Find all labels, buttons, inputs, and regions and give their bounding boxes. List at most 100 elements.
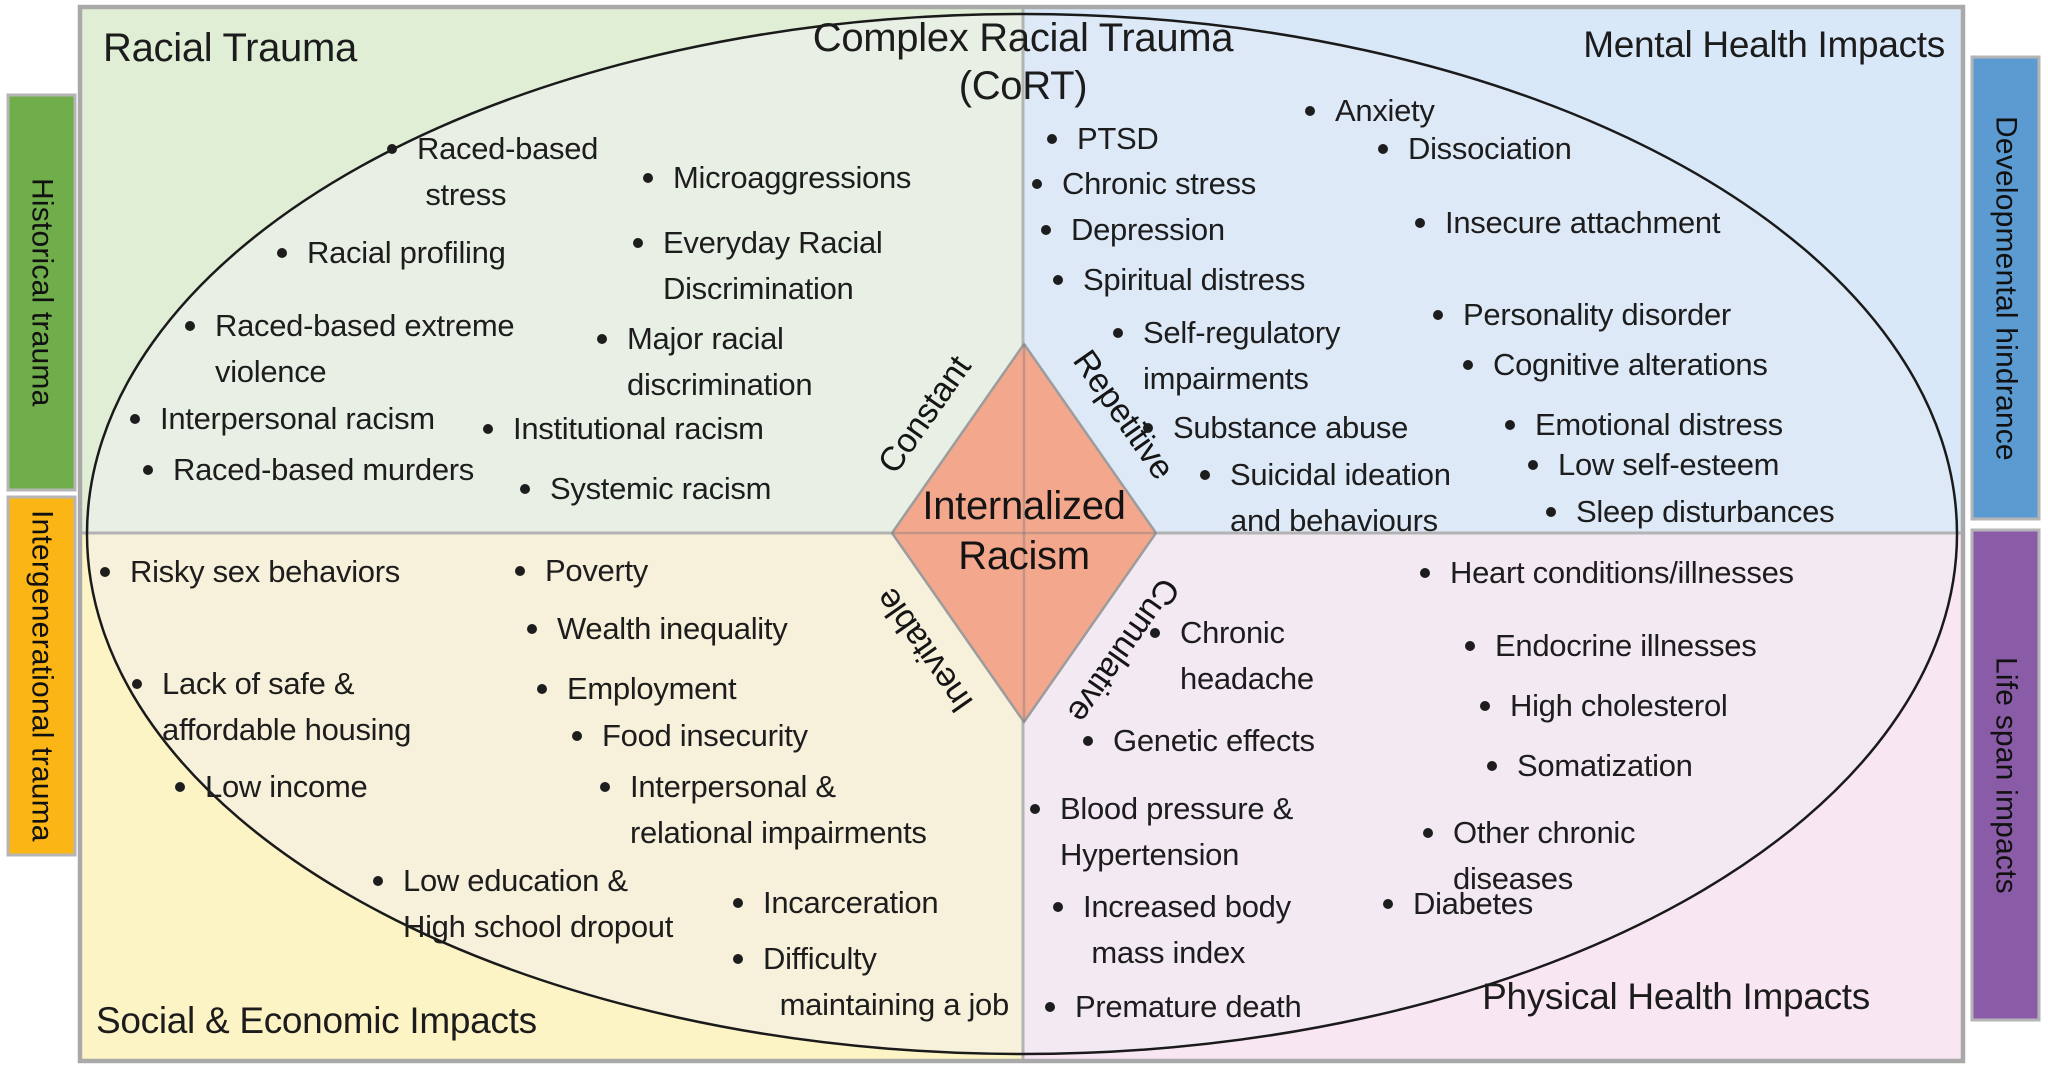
quadrant-header-social-economic: Social & Economic Impacts	[96, 1000, 537, 1041]
list-item: Wealth inequality	[527, 606, 788, 652]
bullet-icon	[1143, 405, 1173, 433]
list-item: Genetic effects	[1083, 718, 1315, 764]
ellipse-interior-racial-trauma	[87, 14, 1023, 533]
bullet-icon	[185, 303, 215, 331]
list-item: Sleep disturbances	[1546, 489, 1835, 535]
list-item: Increased body mass index	[1053, 884, 1291, 976]
bullet-icon	[633, 220, 663, 248]
list-item: High cholesterol	[1480, 683, 1728, 729]
list-item: Interpersonal & relational impairments	[600, 764, 927, 856]
bullet-icon	[1045, 984, 1075, 1012]
internalized-racism-label: Internalized Racism	[922, 484, 1126, 578]
list-item: Major racial discrimination	[597, 316, 813, 408]
bullet-icon	[1528, 442, 1558, 470]
list-item: Depression	[1041, 207, 1225, 253]
bullet-icon	[1487, 743, 1517, 771]
bullet-icon	[1505, 402, 1535, 430]
list-item: Low education & High school dropout	[373, 858, 673, 950]
list-item: Spiritual distress	[1053, 257, 1305, 303]
bullet-icon	[1200, 452, 1230, 480]
bullet-icon	[1546, 489, 1576, 517]
list-item: Risky sex behaviors	[100, 549, 400, 595]
diagram-border	[77, 4, 1966, 1064]
list-item: Low self-esteem	[1528, 442, 1780, 488]
list-item: Chronic stress	[1032, 161, 1256, 207]
list-item: Premature death	[1045, 984, 1302, 1030]
bullet-icon	[1047, 116, 1077, 144]
tab-intergenerational-trauma: Intergenerational trauma	[25, 510, 59, 842]
page-title: Complex Racial Trauma (CoRT)	[812, 16, 1234, 108]
ellipse-interior-social-economic	[87, 533, 1023, 1054]
list-item: Self-regulatory impairments	[1113, 310, 1340, 402]
bullet-icon	[387, 126, 417, 154]
bullet-icon	[1420, 550, 1450, 578]
list-item: Endocrine illnesses	[1465, 623, 1757, 669]
tab-life-span-impacts: Life span impacts	[1989, 656, 2023, 894]
list-item: Interpersonal racism	[130, 396, 435, 442]
list-item: Institutional racism	[483, 406, 764, 452]
bullet-icon	[1383, 881, 1413, 909]
bullet-icon	[1423, 810, 1453, 838]
bullet-icon	[572, 713, 602, 741]
bullet-icon	[597, 316, 627, 344]
list-item: Lack of safe & affordable housing	[132, 661, 411, 753]
bullet-icon	[277, 230, 307, 258]
list-item: Insecure attachment	[1415, 200, 1720, 246]
list-item: Personality disorder	[1433, 292, 1731, 338]
tab-historical-trauma-bg	[6, 93, 77, 492]
list-item: Microaggressions	[643, 155, 911, 201]
bullet-icon	[1305, 88, 1335, 116]
bullet-icon	[537, 666, 567, 694]
bullet-icon	[643, 155, 673, 183]
bullet-icon	[600, 764, 630, 792]
tab-developmental-hindrance-bg	[1970, 55, 2041, 521]
list-item: Cognitive alterations	[1463, 342, 1768, 388]
list-item: Employment	[537, 666, 737, 712]
bullet-icon	[527, 606, 557, 634]
bullet-icon	[175, 764, 205, 792]
bullet-icon	[1433, 292, 1463, 320]
list-item: Poverty	[515, 548, 648, 594]
list-item: Raced-based extreme violence	[185, 303, 515, 395]
bullet-icon	[130, 396, 160, 424]
list-item: Chronic headache	[1150, 610, 1314, 702]
quadrant-header-racial-trauma: Racial Trauma	[103, 26, 357, 70]
bullet-icon	[520, 466, 550, 494]
list-item: Diabetes	[1383, 881, 1533, 927]
bullet-icon	[1415, 200, 1445, 228]
bullet-icon	[733, 880, 763, 908]
tab-intergenerational-trauma-bg	[6, 495, 77, 857]
list-item: Other chronic diseases	[1423, 810, 1635, 902]
list-item: Heart conditions/illnesses	[1420, 550, 1794, 596]
list-item: Raced-based stress	[387, 126, 598, 218]
bullet-icon	[1041, 207, 1071, 235]
bullet-icon	[1465, 623, 1495, 651]
ellipse-interior-mental-health	[1023, 14, 1957, 533]
list-item: Blood pressure & Hypertension	[1030, 786, 1293, 878]
list-item: Racial profiling	[277, 230, 506, 276]
ellipse-interior-physical-health	[1023, 533, 1957, 1054]
bullet-icon	[100, 549, 130, 577]
quadrant-header-physical-health: Physical Health Impacts	[1482, 976, 1870, 1017]
list-item: Food insecurity	[572, 713, 808, 759]
tab-developmental-hindrance: Developmental hindrance	[1989, 115, 2023, 461]
bullet-icon	[1053, 257, 1083, 285]
bullet-icon	[1463, 342, 1493, 370]
bullet-icon	[515, 548, 545, 576]
bullet-icon	[1032, 161, 1062, 189]
quadrant-header-mental-health: Mental Health Impacts	[1583, 24, 1945, 65]
list-item: Difficulty maintaining a job	[733, 936, 1009, 1028]
list-item: Emotional distress	[1505, 402, 1783, 448]
list-item: PTSD	[1047, 116, 1159, 162]
tab-life-span-impacts-bg	[1970, 528, 2041, 1022]
list-item: Substance abuse	[1143, 405, 1408, 451]
bullet-icon	[1030, 786, 1060, 814]
bullet-icon	[733, 936, 763, 964]
bullet-icon	[483, 406, 513, 434]
bullet-icon	[132, 661, 162, 689]
bullet-icon	[1083, 718, 1113, 746]
bullet-icon	[373, 858, 403, 886]
ellipse-outline	[85, 12, 1959, 1056]
tab-historical-trauma: Historical trauma	[25, 178, 59, 407]
